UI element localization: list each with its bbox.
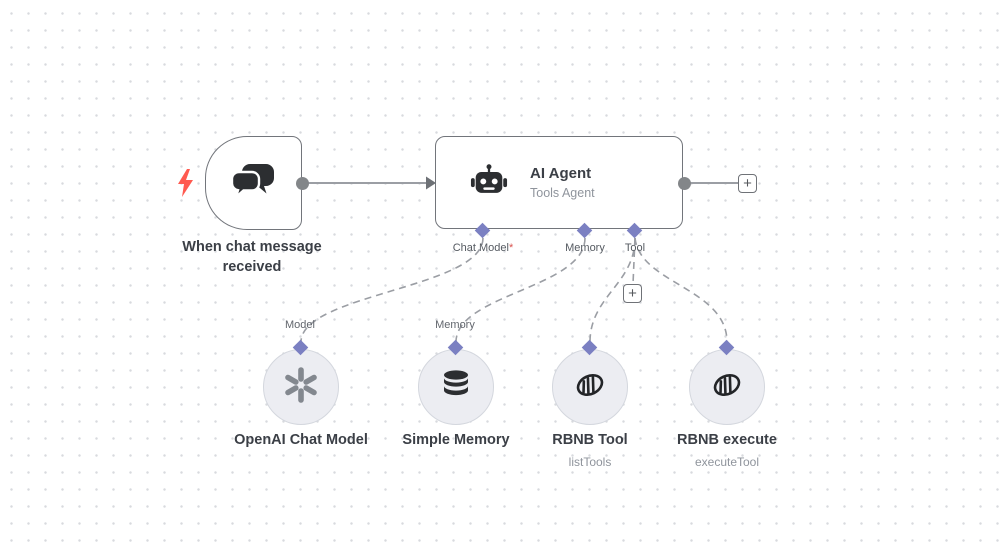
connector-label-memory: Memory — [435, 319, 475, 331]
node-ai-agent[interactable]: AI Agent Tools Agent — [435, 136, 683, 229]
coil-icon — [572, 367, 608, 408]
node-simple-memory[interactable] — [418, 349, 494, 425]
node-when-chat-message-received[interactable] — [205, 136, 302, 230]
edge-tool-to-plus[interactable] — [632, 237, 636, 285]
add-tool-button[interactable]: + — [623, 284, 642, 303]
node-openai-chat-model[interactable] — [263, 349, 339, 425]
agent-input-arrow-icon — [426, 176, 436, 190]
agent-port-label-chat-model: Chat Model* — [452, 242, 514, 254]
node-rbnb-tool[interactable] — [552, 349, 628, 425]
agent-title: AI Agent — [530, 165, 592, 182]
openai-icon — [280, 364, 322, 411]
chat-bubbles-icon — [230, 161, 278, 206]
trigger-output-port[interactable] — [296, 177, 309, 190]
coil-icon — [709, 367, 745, 408]
rbnb-execute-node-title: RBNB execute — [677, 432, 777, 448]
rbnb-execute-node-subtitle: executeTool — [694, 455, 760, 469]
edge-tool-to-rbnb-tool[interactable] — [589, 237, 636, 343]
agent-subtitle: Tools Agent — [530, 186, 595, 200]
edge-tool-to-rbnb-execute[interactable] — [634, 237, 728, 343]
openai-node-title: OpenAI Chat Model — [234, 432, 368, 448]
trigger-node-title: When chat message received — [182, 239, 322, 275]
rbnb-tool-node-subtitle: listTools — [568, 455, 612, 469]
trigger-bolt-icon — [176, 169, 195, 202]
node-rbnb-execute[interactable] — [689, 349, 765, 425]
connector-label-model: Model — [285, 319, 315, 331]
agent-text-block: AI Agent Tools Agent — [530, 165, 595, 200]
agent-output-port[interactable] — [678, 177, 691, 190]
rbnb-tool-node-title: RBNB Tool — [552, 432, 628, 448]
simple-memory-node-title: Simple Memory — [402, 432, 510, 448]
edge-memory-to-simple-memory[interactable] — [455, 237, 586, 343]
database-icon — [438, 367, 474, 408]
agent-port-label-tool: Tool — [624, 242, 646, 254]
edge-chatmodel-to-openai[interactable] — [300, 237, 484, 343]
agent-port-label-memory: Memory — [565, 242, 605, 254]
required-marker: * — [508, 242, 514, 254]
add-node-button[interactable]: + — [738, 174, 757, 193]
robot-icon — [470, 163, 508, 203]
